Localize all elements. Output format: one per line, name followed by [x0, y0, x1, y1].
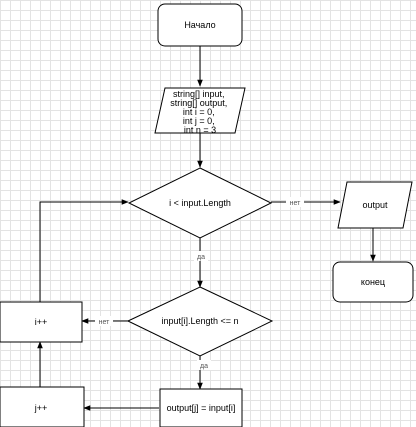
init-line-2: string[] output,: [170, 98, 227, 108]
node-output[interactable]: output: [337, 181, 413, 229]
node-inc-j[interactable]: j++: [0, 386, 85, 427]
init-line-5: int n = 3: [184, 125, 216, 135]
edge-label-cond-len-yes: да: [197, 360, 211, 370]
node-inc-i-label: i++: [35, 317, 48, 327]
node-cond-i[interactable]: i < input.Length: [127, 167, 273, 239]
edge-inc-i-loop-to-cond-i: [39, 199, 129, 302]
node-end-label: конец: [361, 277, 385, 287]
init-line-3: int i = 0,: [183, 107, 215, 117]
node-cond-len-label: input[i].Length <= n: [161, 316, 238, 326]
node-assign[interactable]: output[j] = input[i]: [159, 388, 243, 427]
svg-text:да: да: [197, 254, 205, 261]
node-end[interactable]: конец: [332, 261, 414, 303]
edge-label-cond-i-yes: да: [194, 251, 208, 261]
node-inc-i[interactable]: i++: [0, 301, 83, 343]
node-init-label: string[] input, string[] output, int i =…: [170, 89, 230, 135]
node-init[interactable]: string[] input, string[] output, int i =…: [154, 87, 246, 135]
node-inc-j-label: j++: [34, 403, 48, 413]
node-cond-len[interactable]: input[i].Length <= n: [126, 286, 274, 357]
node-cond-i-label: i < input.Length: [169, 198, 231, 208]
svg-text:да: да: [200, 363, 208, 370]
svg-text:нет: нет: [99, 319, 111, 326]
node-start[interactable]: Начало: [157, 3, 243, 47]
svg-text:нет: нет: [290, 200, 302, 207]
edge-label-cond-i-no: нет: [286, 197, 304, 207]
edge-label-cond-len-no: нет: [95, 316, 113, 326]
init-line-1: string[] input,: [173, 89, 225, 99]
node-start-label: Начало: [184, 20, 215, 30]
node-output-label: output: [362, 200, 388, 210]
init-line-4: int j = 0,: [183, 116, 215, 126]
node-assign-label: output[j] = input[i]: [167, 403, 236, 413]
